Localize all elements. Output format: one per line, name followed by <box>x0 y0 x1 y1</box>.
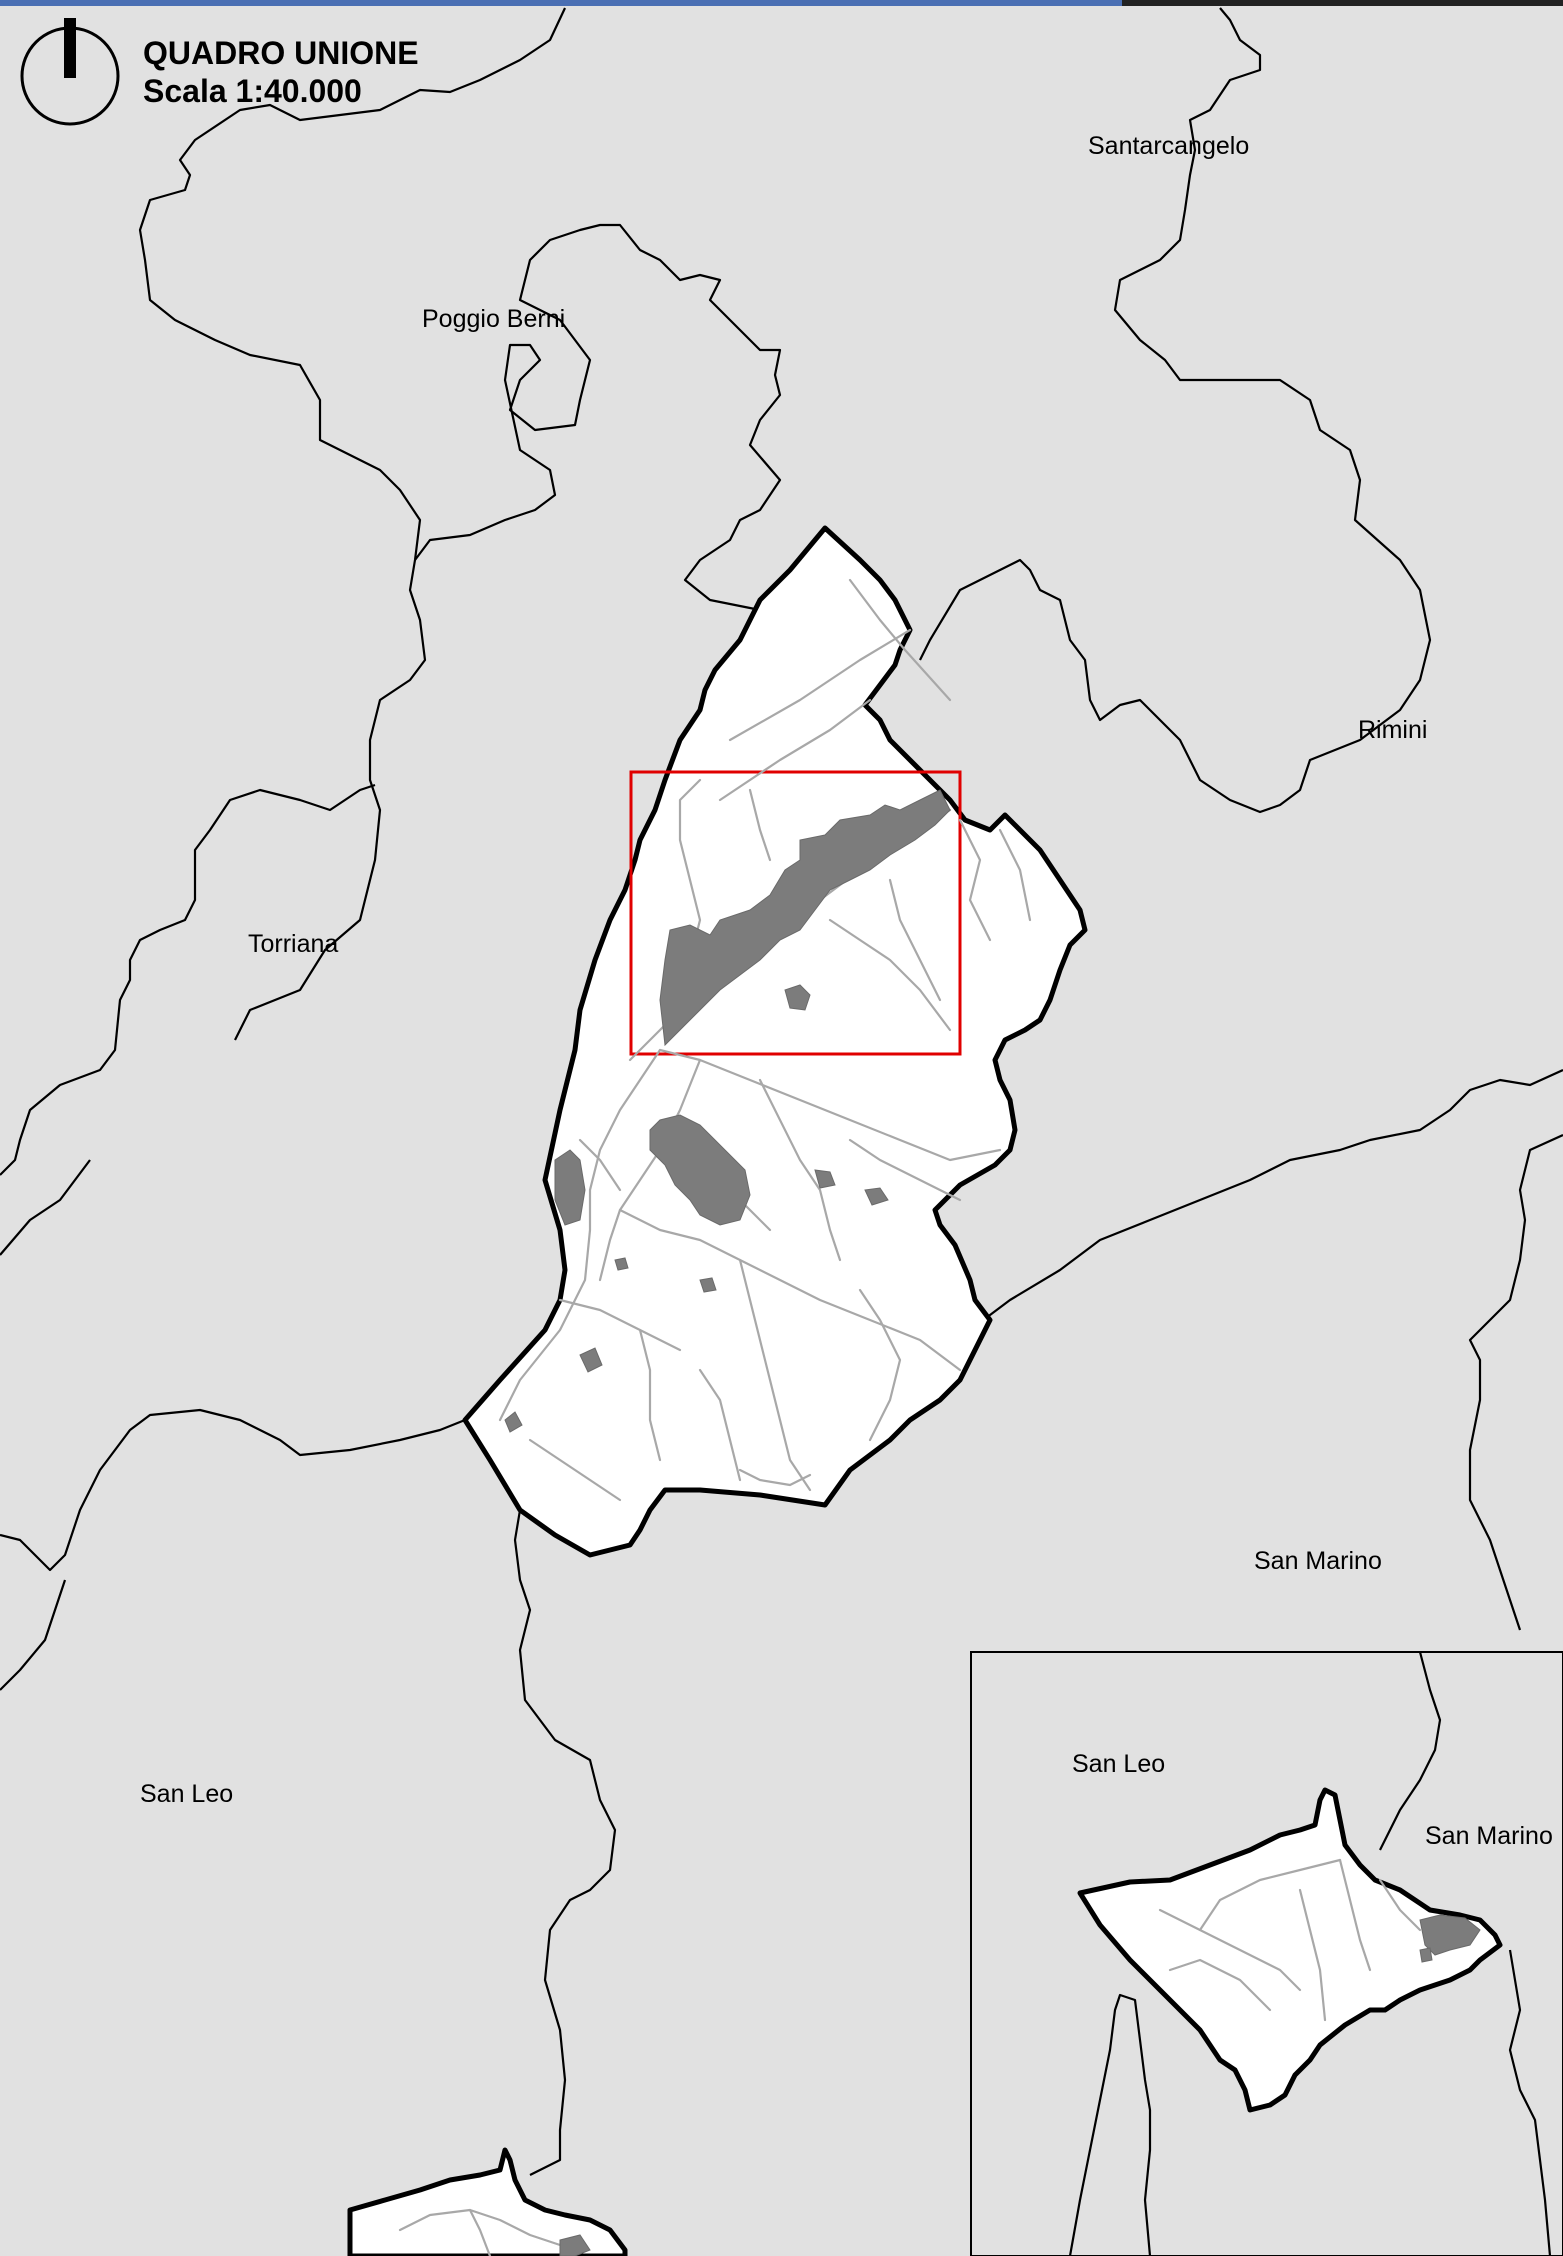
label-san-marino: San Marino <box>1254 1547 1382 1575</box>
boundary-poggio-berni-east <box>414 223 791 612</box>
map-title: QUADRO UNIONE <box>143 35 419 71</box>
municipality-bottom-outline <box>347 2147 628 2256</box>
boundary-poggio-berni-west <box>138 7 566 1041</box>
boundary-san-marino-east <box>1468 1133 1563 1631</box>
label-torriana: Torriana <box>248 930 339 958</box>
inset-boundary-south <box>1068 1993 1152 2256</box>
urban-areas <box>504 789 951 1433</box>
inset-boundary-east <box>1508 1949 1552 2256</box>
boundary-torriana <box>0 783 376 1176</box>
urban-area-small-6 <box>614 1257 629 1271</box>
urban-area-small-3 <box>864 1187 889 1206</box>
urban-area-west <box>554 1149 586 1226</box>
urban-area-center <box>649 1114 751 1226</box>
urban-area-small-5 <box>579 1347 603 1373</box>
window-top-bar <box>0 0 1563 6</box>
urban-area-small-2 <box>814 1169 836 1189</box>
boundary-san-leo-west <box>0 1579 67 1691</box>
top-bar-blue-segment <box>0 0 1122 6</box>
boundary-left-edge <box>0 1159 91 1256</box>
label-rimini: Rimini <box>1358 716 1428 744</box>
boundary-san-leo-east <box>513 1509 617 2176</box>
inset-label-san-marino: San Marino <box>1425 1822 1553 1850</box>
label-san-leo: San Leo <box>140 1780 234 1808</box>
urban-area-small-1 <box>784 984 811 1011</box>
label-santarcangelo: Santarcangelo <box>1088 132 1250 160</box>
top-bar-dark-segment <box>1122 0 1563 6</box>
boundary-sanmarino-rimini <box>969 1068 1563 1331</box>
map-scale: Scala 1:40.000 <box>143 73 362 109</box>
inset-map <box>970 1651 1563 2256</box>
inset-boundary-north <box>1379 1651 1442 1851</box>
north-arrow-icon <box>20 18 120 126</box>
urban-area-small-7 <box>504 1411 523 1433</box>
urban-area-main <box>659 789 951 1047</box>
urban-area-bottom <box>559 2234 591 2256</box>
municipality-bottom <box>347 2147 628 2256</box>
boundary-santarcangelo <box>919 7 1432 814</box>
inset-municipality <box>1077 1787 1503 2113</box>
inset-urban-area-small <box>1419 1947 1433 1963</box>
municipality-outline <box>462 525 1088 1558</box>
urban-area-small-4 <box>699 1277 717 1293</box>
inset-label-san-leo: San Leo <box>1072 1750 1166 1778</box>
label-poggio-berni: Poggio Berni <box>422 305 566 333</box>
boundary-san-leo-north <box>0 1408 466 1572</box>
highlight-frame <box>629 770 962 1056</box>
municipality-main <box>462 525 1088 1558</box>
municipal-boundaries <box>0 7 1563 2176</box>
